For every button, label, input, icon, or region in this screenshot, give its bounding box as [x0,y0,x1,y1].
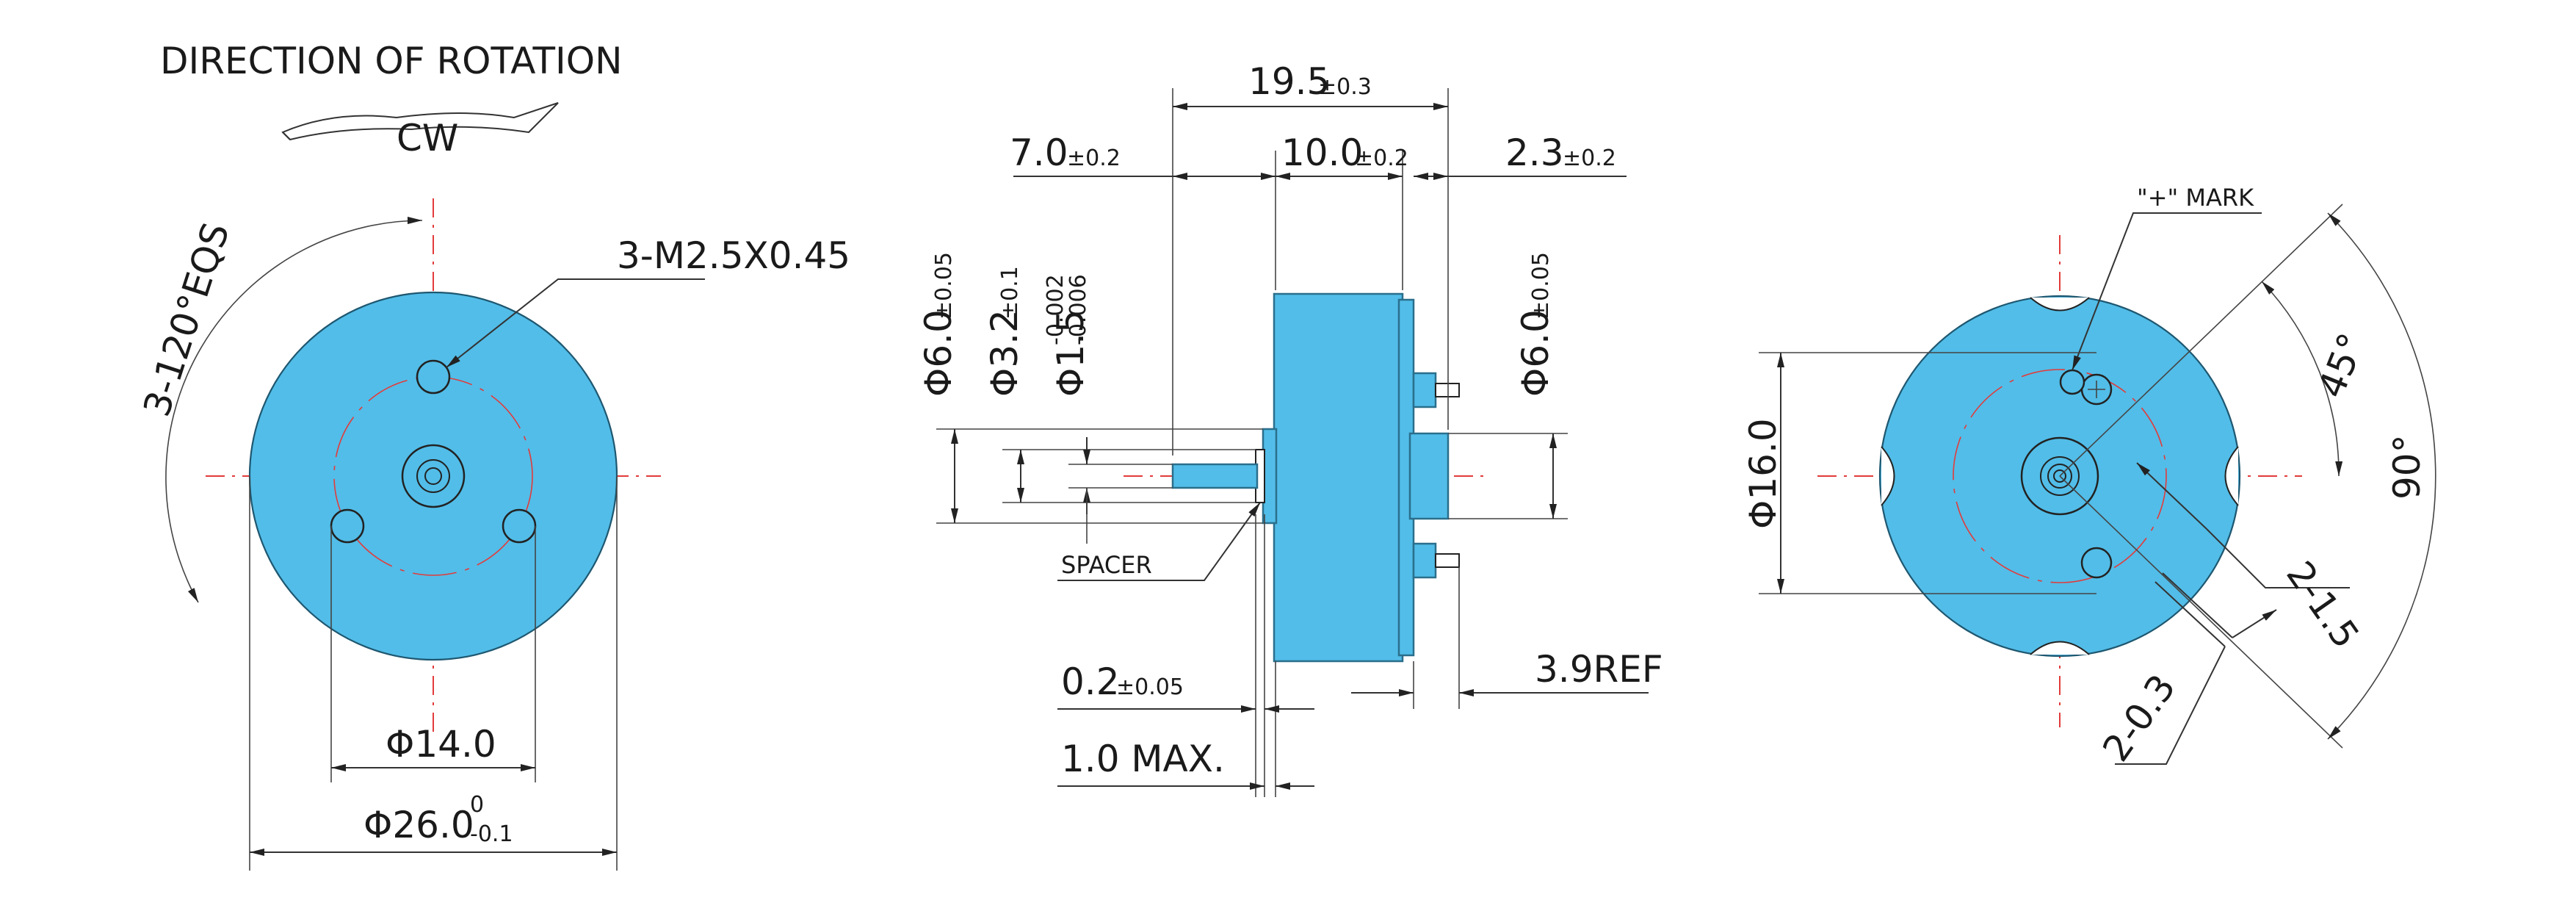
terminal-thickness-line-b [2154,581,2226,647]
rear-bearing-inner [2047,464,2072,489]
front-boss [401,444,466,508]
diameter-tol-upper: 0 [470,792,484,818]
terminal-thickness-leader [2115,646,2226,765]
shaft-dia-tol-lower: -0.006 [1066,274,1091,345]
front-boss-dia: Φ6.0 [917,309,960,397]
diameter-label: Φ26.0 [363,804,474,846]
screw-hole-right [502,508,537,544]
hole-angle-arc [165,217,423,603]
side-rear-boss [1408,432,1450,520]
angle-90-label: 90° [2386,434,2428,500]
terminal-thickness-label: 2-0.3 [2094,667,2184,769]
terminal-top-base [1412,372,1437,408]
front-view: DIRECTION OF ROTATION CW 3-M2.5X0.45 3-1… [135,40,850,871]
terminal-bottom-base [1412,542,1437,579]
side-motor-body [1273,292,1404,663]
terminal-width-leader [2210,532,2350,588]
pcd-label: Φ14.0 [386,723,496,766]
notch-right [2224,446,2239,506]
protrusion-label: 1.0 MAX. [1061,738,1225,780]
front-shaft [424,467,442,485]
terminal-top [1435,383,1460,397]
angle-45-label: 45° [2309,328,2373,404]
screw-holes-label: 3-M2.5X0.45 [617,234,850,277]
plus-mark-leader [2072,212,2262,371]
terminal-width-arrow-a [2136,462,2207,530]
rear-boss-length-tol: ±0.2 [1563,145,1616,171]
spacer-dia-tol: ±0.1 [997,266,1023,320]
angle-line-45-lower [2059,475,2343,749]
rear-arc [1953,369,2167,583]
shaft-dia: Φ1.5 [1049,309,1092,397]
hole-angle-label: 3-120°EQS [135,217,238,422]
terminal-thickness-arrow [2232,609,2277,638]
terminal-width-arrow-b [2206,528,2211,533]
front-boss-dia-tol: ±0.05 [931,252,957,320]
spacer-thickness: 0.2 [1061,660,1120,703]
side-view: 19.5 ±0.3 7.0 ±0.2 10.0 ±0.2 2.3 ±0.2 Φ6… [917,60,1663,797]
overall-length-tol: ±0.3 [1318,74,1372,100]
shaft-length: 7.0 [1010,132,1068,174]
shaft-dia-tol-upper: -0.002 [1043,274,1068,345]
plus-mark-dot [2059,369,2085,395]
terminal-thickness-line-a [2162,572,2233,638]
angle-line-45-upper [2059,204,2343,477]
screw-hole-top [416,359,451,395]
terminal-spacing-label: Φ16.0 [1742,418,1784,529]
terminal-ref: 3.9REF [1535,648,1663,691]
rotation-direction: CW [397,117,458,159]
side-shaft [1171,463,1259,489]
notch-top [2030,297,2090,312]
notch-bottom [2030,641,2090,655]
rear-boss-length: 2.3 [1505,132,1564,174]
terminal-width-label: 2-1.5 [2278,554,2367,656]
terminal-negative [2080,547,2113,579]
rotation-arrow-icon [281,102,559,141]
spacer-thickness-tol: ±0.05 [1116,674,1184,700]
spacer-label: SPACER [1061,551,1152,579]
angle-90-arc [2327,212,2436,740]
rear-shaft [2053,469,2066,483]
body-length: 10.0 [1281,132,1363,174]
screw-leader [446,278,705,368]
rear-bearing [2040,456,2080,496]
body-length-tol: ±0.2 [1355,145,1408,171]
rear-view: "+" MARK Φ16.0 45° 90° 2-1.5 2-0.3 [1742,184,2436,769]
notch-left [1881,446,1895,506]
rotation-title: DIRECTION OF ROTATION [160,40,623,82]
spacer-dia: Φ3.2 [983,309,1026,397]
rear-boss-dia: Φ6.0 [1514,309,1557,397]
shaft-length-tol: ±0.2 [1067,145,1121,171]
screw-hole-left [330,508,365,544]
overall-length: 19.5 [1248,60,1330,103]
rear-boss-dia-tol: ±0.05 [1528,252,1554,320]
spacer-leader [1057,502,1261,581]
diameter-tol-lower: -0.1 [470,821,513,847]
terminal-bottom [1435,553,1460,568]
plus-mark-label: "+" MARK [2137,184,2254,212]
